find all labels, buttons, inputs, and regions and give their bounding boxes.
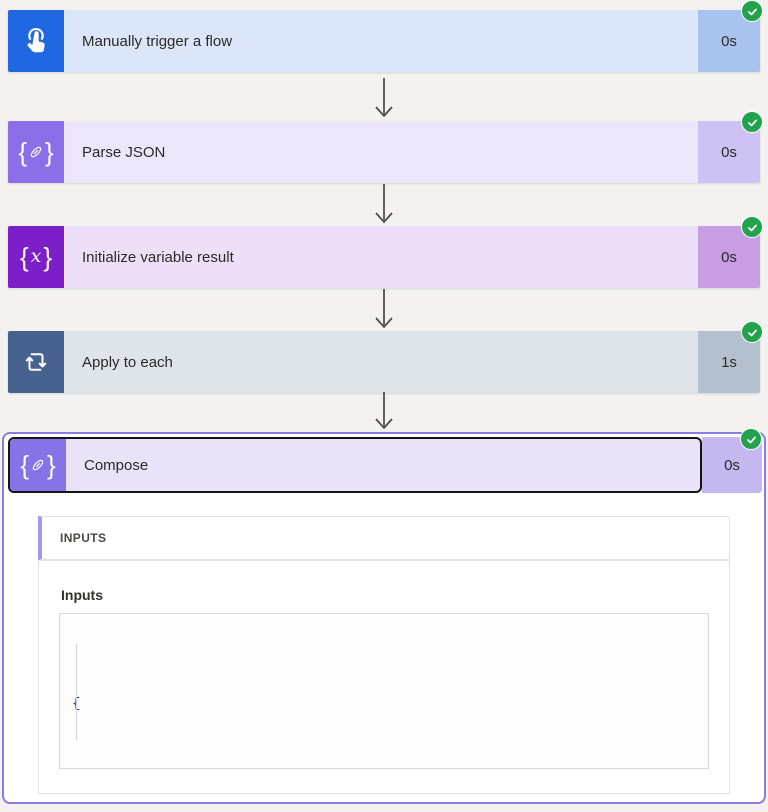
- step-title: Manually trigger a flow: [82, 32, 233, 50]
- step-parse-json[interactable]: { } Parse JSON 0s: [8, 111, 763, 183]
- compose-header[interactable]: { } Compose: [8, 437, 702, 493]
- loop-icon: [8, 331, 64, 393]
- step-apply-to-each[interactable]: Apply to each 1s: [8, 321, 763, 393]
- connector-arrow-icon: [372, 184, 396, 229]
- code-line: "title": "The Great Gatsby",: [72, 764, 698, 768]
- status-success-icon: [741, 111, 763, 133]
- step-title: Apply to each: [82, 353, 173, 371]
- inputs-section-header: INPUTS: [38, 516, 730, 560]
- status-success-icon: [741, 216, 763, 238]
- hand-tap-icon: [8, 10, 64, 72]
- connector-arrow-icon: [372, 289, 396, 334]
- code-line: {: [72, 696, 81, 712]
- braces-pencil-icon: { }: [8, 121, 64, 183]
- connector-arrow-icon: [372, 392, 396, 435]
- status-success-icon: [740, 428, 762, 450]
- inputs-section-title: INPUTS: [60, 531, 107, 545]
- inputs-label: Inputs: [61, 587, 103, 603]
- step-initialize-variable[interactable]: { x } Initialize variable result 0s: [8, 216, 763, 288]
- compose-title: Compose: [84, 456, 149, 474]
- inputs-panel: Inputs { "title": "The Great Gatsby", "a…: [38, 560, 730, 794]
- status-success-icon: [741, 321, 763, 343]
- braces-pencil-icon: { }: [10, 439, 66, 491]
- indent-guide: [76, 644, 77, 740]
- connector-arrow-icon: [372, 78, 396, 123]
- step-manual-trigger[interactable]: Manually trigger a flow 0s: [8, 0, 763, 72]
- compose-card: { } Compose 0s INPUTS Inputs { "title": …: [2, 428, 766, 804]
- step-title: Parse JSON: [82, 143, 166, 161]
- status-success-icon: [741, 0, 763, 22]
- inputs-code-block: { "title": "The Great Gatsby", "author":…: [59, 613, 709, 769]
- braces-x-icon: { x }: [8, 226, 64, 288]
- step-title: Initialize variable result: [82, 248, 234, 266]
